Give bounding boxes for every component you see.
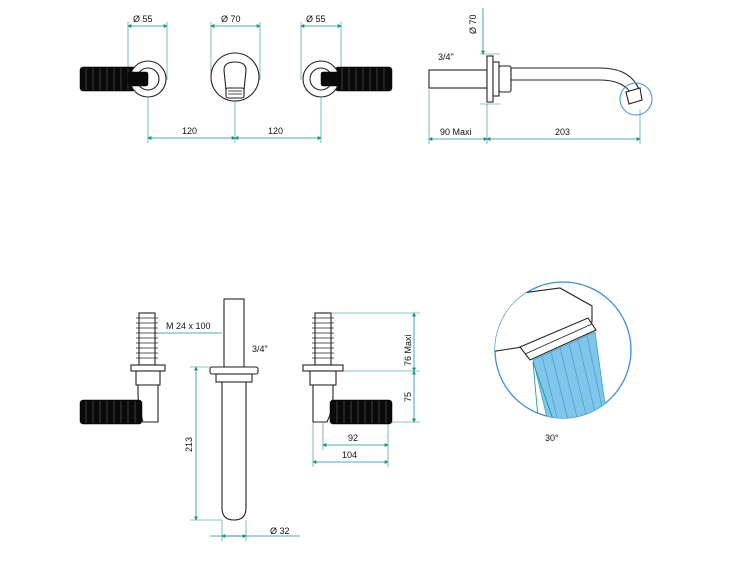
height-75-label: 75 <box>403 392 413 402</box>
center-spout-front: Ø 70 <box>210 14 261 102</box>
dim-92-label: 92 <box>348 433 358 443</box>
left-handle-front: Ø 55 <box>79 14 168 98</box>
aerator-detail: 30° <box>494 281 632 443</box>
pipe-thread-label: 3/4" <box>252 344 268 354</box>
left-handle-side-view: M 24 x 100 <box>79 312 222 425</box>
right-handle-side-view: 76 Maxi 75 92 104 <box>302 312 420 467</box>
thread-size-label: M 24 x 100 <box>166 321 211 331</box>
pipe-diameter-label: Ø 32 <box>270 526 290 536</box>
wall-depth-label: 90 Maxi <box>440 127 472 137</box>
max-depth-label: 76 Maxi <box>403 334 413 366</box>
spout-flange-diameter-label: Ø 70 <box>468 14 478 34</box>
left-handle-diameter-label: Ø 55 <box>133 14 153 24</box>
spacing-left-label: 120 <box>182 126 197 136</box>
spout-thread-label: 3/4" <box>438 52 454 62</box>
top-front-view: Ø 55 Ø 70 <box>79 14 393 143</box>
right-handle-diameter-label: Ø 55 <box>306 14 326 24</box>
spacing-right-label: 120 <box>268 126 283 136</box>
right-handle-front: Ø 55 <box>300 14 393 98</box>
center-spout-diameter-label: Ø 70 <box>221 14 241 24</box>
projection-label: 203 <box>555 127 570 137</box>
spout-pipe-view: 3/4" 213 Ø 32 <box>184 298 300 541</box>
angle-label: 30° <box>545 433 559 443</box>
spout-side-view: Ø 70 3/4" 90 Maxi 203 <box>428 8 653 144</box>
dim-104-label: 104 <box>342 450 357 460</box>
pipe-height-label: 213 <box>184 437 194 452</box>
